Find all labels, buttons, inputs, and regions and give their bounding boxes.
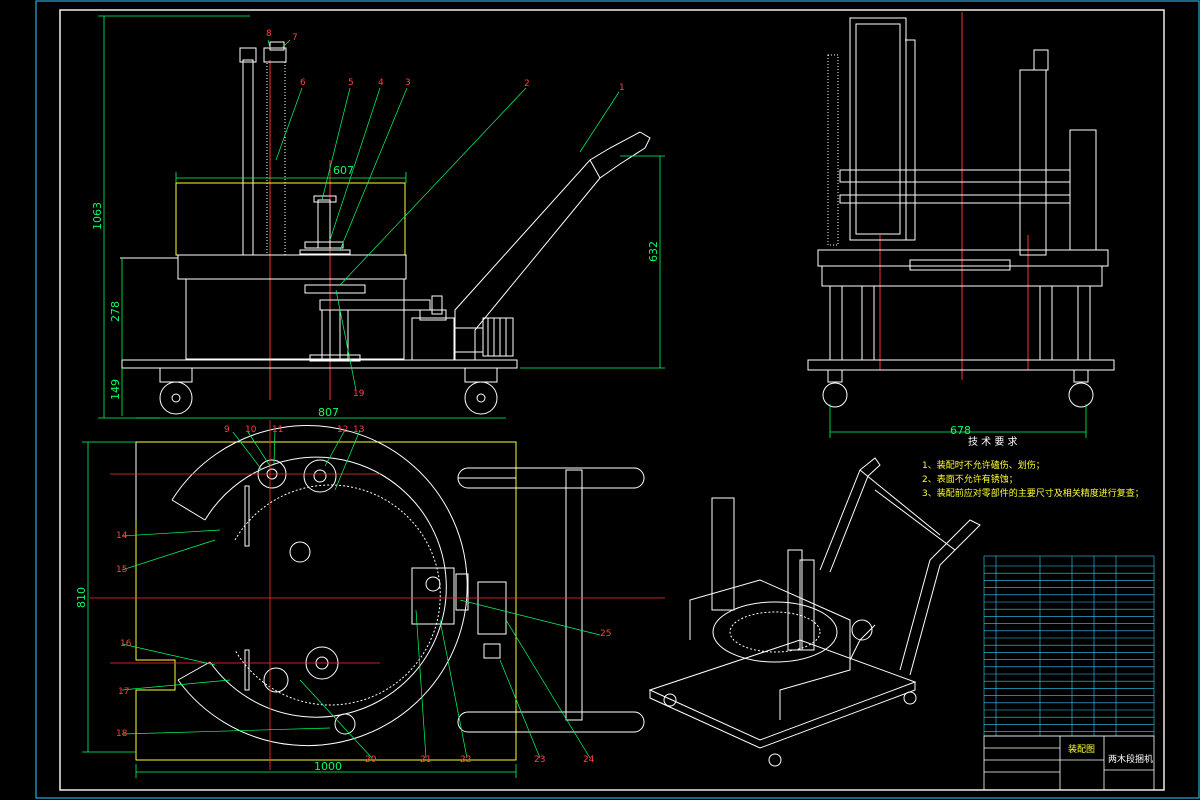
dim-607: 607	[333, 164, 354, 177]
callout-19: 19	[353, 389, 365, 399]
callout-14: 14	[116, 531, 128, 541]
callout-10: 10	[245, 425, 257, 435]
callout-16: 16	[120, 639, 132, 649]
dim-807: 807	[318, 406, 339, 419]
callout-25: 25	[600, 629, 611, 639]
callout-6: 6	[300, 78, 306, 88]
callout-4: 4	[378, 78, 384, 88]
callout-8: 8	[266, 29, 272, 39]
callout-5: 5	[348, 78, 354, 88]
plan-dimensions	[82, 441, 517, 778]
dim-149: 149	[109, 379, 122, 400]
callout-7: 7	[292, 33, 298, 43]
callout-13: 13	[353, 425, 364, 435]
dim-278: 278	[109, 301, 122, 322]
front-leaders	[267, 39, 620, 391]
tech-req-item-3: 3、装配前应对零部件的主要尺寸及相关精度进行复查；	[922, 487, 1144, 499]
callout-11: 11	[272, 425, 283, 435]
inner-border	[59, 9, 1165, 791]
tech-req-item-1: 1、装配时不允许磕伤、划伤；	[922, 459, 1045, 471]
callout-20: 20	[365, 755, 377, 765]
tech-req-item-2: 2、表面不允许有锈蚀；	[922, 473, 1018, 485]
callout-15: 15	[116, 565, 127, 575]
front-dimensions	[98, 15, 665, 419]
front-view	[120, 41, 651, 415]
title-drawing-name: 装配图	[1068, 743, 1095, 755]
side-dimensions	[829, 404, 1087, 438]
tech-req-title: 技 术 要 求	[968, 435, 1018, 448]
title-block	[983, 735, 1155, 791]
callout-18: 18	[116, 729, 128, 739]
parts-list	[983, 555, 1155, 737]
isometric-view	[648, 457, 981, 767]
outer-border	[35, 0, 1200, 799]
callout-24: 24	[583, 755, 595, 765]
dim-632: 632	[647, 241, 660, 262]
callout-3: 3	[405, 78, 411, 88]
callout-2: 2	[524, 79, 530, 89]
callout-9: 9	[224, 425, 230, 435]
side-view	[807, 12, 1115, 408]
callout-12: 12	[337, 425, 348, 435]
plan-centerlines	[90, 420, 665, 770]
callout-23: 23	[534, 755, 545, 765]
plan-leaders	[121, 429, 601, 759]
dim-1063: 1063	[91, 202, 104, 230]
callout-21: 21	[420, 755, 431, 765]
plan-view	[135, 425, 645, 761]
dim-1000: 1000	[314, 760, 342, 773]
callout-1: 1	[619, 83, 625, 93]
callout-17: 17	[118, 687, 129, 697]
dim-678: 678	[950, 424, 971, 437]
callout-22: 22	[460, 755, 471, 765]
title-product-name: 两木段捆机	[1108, 753, 1153, 765]
dim-810: 810	[75, 587, 88, 608]
